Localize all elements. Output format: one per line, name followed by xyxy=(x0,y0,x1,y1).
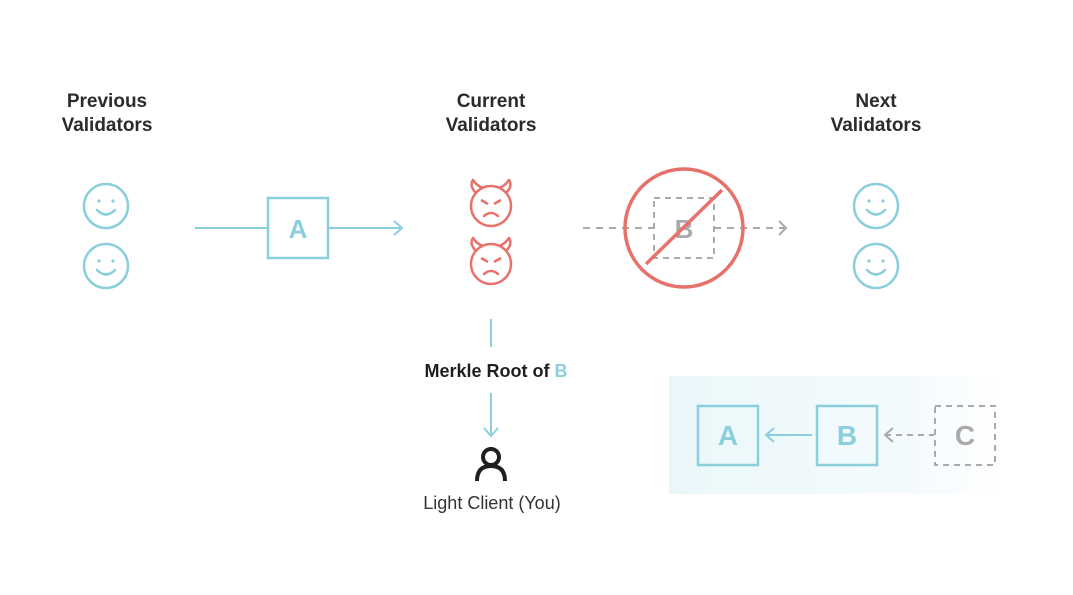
chain-panel xyxy=(669,376,1000,494)
merkle-root-block: B xyxy=(555,361,568,381)
arrowhead-to-current xyxy=(393,220,404,236)
smiley-face-icon xyxy=(82,182,130,230)
chain-block-b-box xyxy=(815,404,879,467)
smiley-face-icon xyxy=(852,182,900,230)
current-validators-title-line2: Validators xyxy=(446,115,537,136)
chain-block-c-label: C xyxy=(955,420,975,451)
chain-block-a-label: A xyxy=(718,420,738,451)
block-a-label: A xyxy=(289,214,308,244)
current-validators-title-line1: Current xyxy=(457,91,526,112)
person-icon xyxy=(475,447,507,482)
chain-block-b-label: B xyxy=(837,420,857,451)
light-client-label: Light Client (You) xyxy=(423,493,560,513)
merkle-root-label: Merkle Root of B xyxy=(424,361,567,381)
next-validators-title-line1: Next xyxy=(855,91,897,112)
previous-validators-title-line1: Previous xyxy=(67,91,147,112)
devil-face-icon xyxy=(469,236,513,286)
chain-arrowhead-to-a xyxy=(764,427,775,443)
arrowhead-to-next xyxy=(778,220,788,236)
devil-face-icon xyxy=(469,178,513,228)
smiley-face-icon xyxy=(82,242,130,290)
smiley-face-icon xyxy=(852,242,900,290)
prohibited-icon xyxy=(623,167,745,289)
next-validators-title-line2: Validators xyxy=(831,115,922,136)
merkle-root-prefix: Merkle Root of xyxy=(424,361,554,381)
previous-validators-title-line2: Validators xyxy=(62,115,153,136)
chain-block-c-box xyxy=(934,405,996,466)
chain-block-a-box xyxy=(696,404,760,467)
arrowhead-to-client xyxy=(483,427,499,438)
chain-arrowhead-to-b xyxy=(883,427,894,443)
